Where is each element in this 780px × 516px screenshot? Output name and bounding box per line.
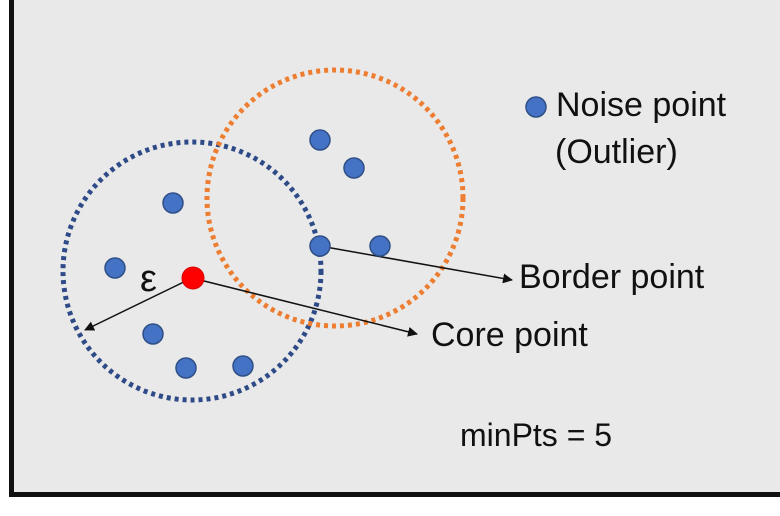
border-point-arrow — [319, 245, 513, 284]
core-point-label: Core point — [431, 316, 588, 354]
noise-point-icon — [525, 96, 547, 118]
noise-point-label: Noise point — [556, 86, 727, 124]
data-point — [232, 355, 254, 377]
core-neighborhood-circle — [60, 139, 324, 403]
border-point-label: Border point — [519, 258, 705, 296]
data-point — [162, 192, 184, 214]
data-point — [175, 357, 197, 379]
min-pts-label: minPts = 5 — [460, 417, 612, 453]
data-point — [104, 257, 126, 279]
outlier-label: (Outlier) — [555, 133, 678, 171]
frame-left-border — [9, 0, 14, 497]
core-point-arrow — [191, 277, 418, 337]
data-point — [343, 157, 365, 179]
epsilon-radius-arrow — [84, 277, 193, 331]
epsilon-label: ε — [140, 258, 157, 300]
data-point — [142, 323, 164, 345]
diagram-panel — [14, 0, 780, 495]
border-neighborhood-circle — [204, 67, 466, 329]
core-point — [181, 266, 205, 290]
frame-bottom-border — [9, 492, 780, 497]
data-point — [369, 235, 391, 257]
border-point — [309, 235, 331, 257]
data-point — [309, 129, 331, 151]
